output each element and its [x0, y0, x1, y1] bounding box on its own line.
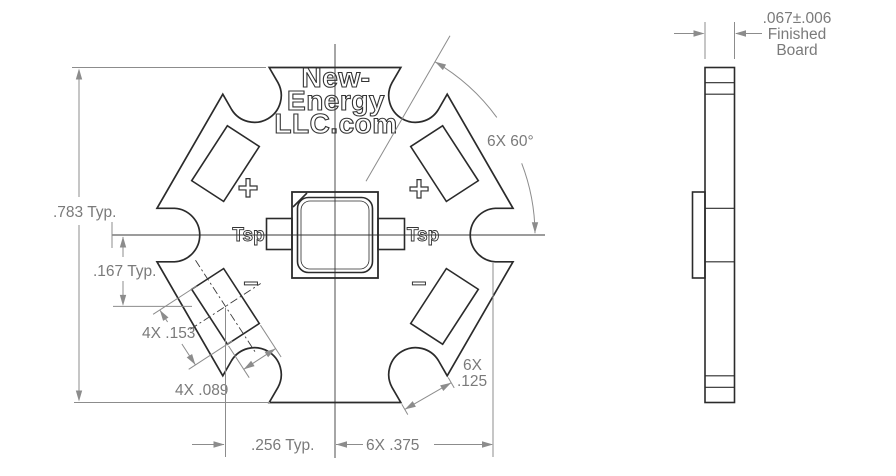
dim-board-height: .783 Typ. [53, 67, 270, 403]
dim-note: Finished [768, 26, 827, 43]
extension-line [228, 345, 250, 378]
angle-reference-line [365, 35, 451, 182]
dimensions: .783 Typ. .167 Typ. 4X .153 [53, 35, 539, 457]
dim-notch-width: 6X .125 [401, 357, 487, 415]
silkscreen: New- Energy LLC.com Tsp Tsp + + − − [232, 61, 440, 298]
arrow-down [75, 390, 83, 402]
dim-text: .125 [457, 373, 487, 390]
led-polarity-chamfer [292, 192, 308, 208]
dim-text: .167 Typ. [93, 263, 156, 280]
led-tab-left [265, 217, 293, 251]
led-package [265, 191, 406, 279]
board-edge-profile [704, 66, 736, 404]
tsp-label-left: Tsp [232, 225, 264, 246]
star-board-outline [155, 66, 515, 404]
solder-pads [190, 124, 480, 353]
tick [401, 403, 409, 415]
arrow-up [75, 68, 83, 80]
arrow-down [119, 294, 127, 306]
minus-mark-left: − [243, 268, 258, 298]
side-view: .067±.006 Finished Board [674, 10, 831, 404]
dim-text: 6X .375 [366, 437, 419, 454]
arrow [440, 382, 452, 391]
arrow [243, 360, 255, 370]
dim-text: .256 Typ. [251, 437, 314, 454]
led-tab-right [377, 217, 406, 251]
dim-text: .067±.006 [763, 10, 832, 27]
logo-line-3: LLC.com [274, 108, 397, 139]
front-view: New- Energy LLC.com Tsp Tsp + + − − [155, 61, 515, 404]
arrow [186, 354, 196, 365]
pad-lower-right [409, 267, 480, 346]
arrow-up [119, 236, 127, 248]
dim-notch-angle: 6X 60° [365, 35, 539, 234]
dim-thickness: .067±.006 Finished Board [674, 10, 831, 59]
arrow-left [336, 441, 347, 448]
pad-centerline-short [190, 283, 261, 330]
arrow [435, 61, 447, 71]
dim-pad-length: 4X .153 [142, 285, 233, 370]
arrow-right [482, 441, 493, 448]
dim-text: 6X 60° [487, 133, 534, 150]
extension-line [259, 324, 282, 358]
arrow-right [693, 30, 705, 37]
arrow-right [213, 441, 225, 448]
dim-bottom-row: .256 Typ. 6X .375 [192, 263, 494, 457]
led-lens-ring [296, 196, 374, 274]
arrow [264, 348, 276, 358]
dim-text: 4X .153 [142, 325, 195, 342]
dim-pad-width: 4X .089 [175, 324, 282, 399]
arrow-left [735, 30, 746, 37]
logo-line-1: New- [302, 62, 371, 93]
arrow [404, 401, 416, 410]
dim-note: Board [776, 42, 817, 59]
arrow [159, 310, 169, 321]
angle-arc [434, 61, 498, 118]
logo-line-2: Energy [287, 85, 385, 116]
arrow [531, 222, 539, 234]
dim-text: .783 Typ. [53, 204, 116, 221]
led-profile-tab [691, 191, 706, 279]
tsp-label-right: Tsp [407, 225, 439, 246]
plus-mark-right: + [408, 168, 429, 209]
plus-mark-left: + [237, 167, 258, 208]
dim-text: 4X .089 [175, 382, 228, 399]
pad-upper-right [409, 124, 480, 203]
led-lens-inner [300, 200, 370, 270]
dim-pad-row-offset: .167 Typ. [93, 236, 192, 307]
minus-mark-right: − [411, 268, 426, 298]
dim-text: 6X [463, 357, 483, 374]
centerlines [111, 44, 545, 458]
pad-centerline-long [195, 260, 256, 353]
extension-line [152, 285, 197, 315]
pad-upper-left [190, 124, 261, 203]
